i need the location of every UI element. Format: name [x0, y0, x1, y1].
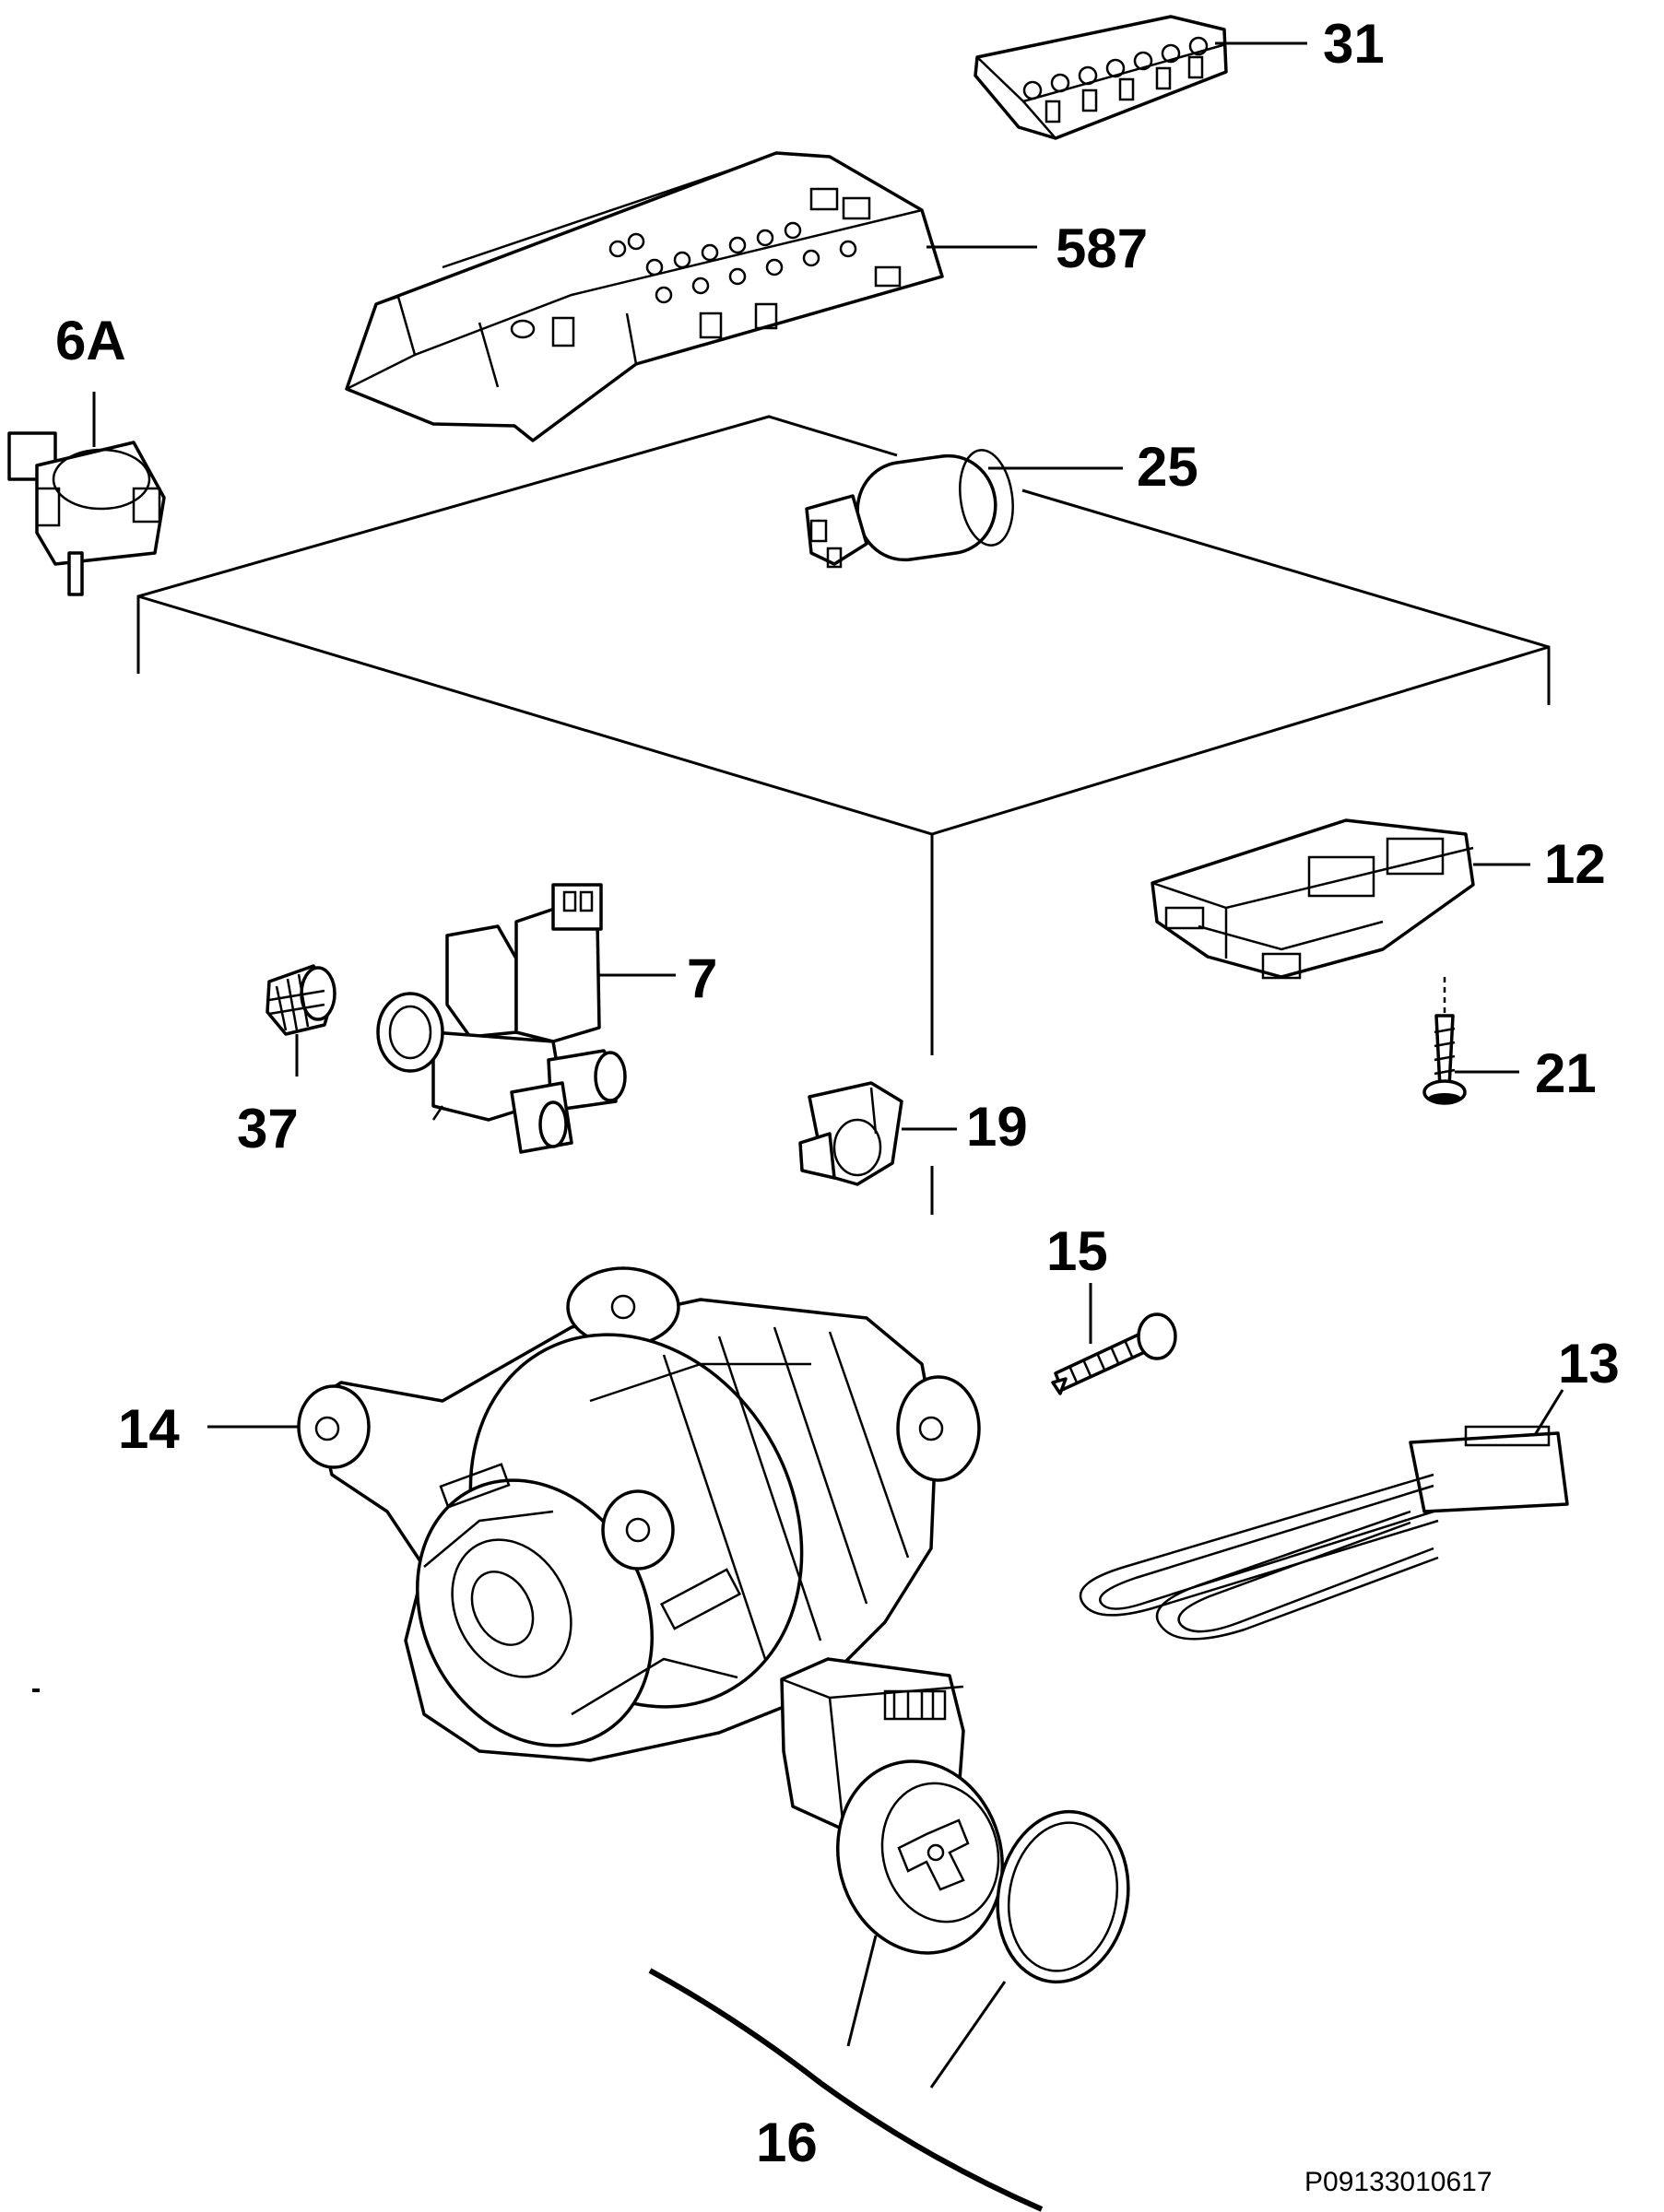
- label-25: 25: [1137, 436, 1198, 498]
- label-6A: 6A: [55, 310, 126, 371]
- label-31: 31: [1323, 13, 1385, 75]
- label-16: 16: [756, 2112, 818, 2173]
- part-7-inlet-valve: [376, 883, 627, 1154]
- part-15-bolt: [1051, 1283, 1177, 1395]
- label-12: 12: [1544, 833, 1606, 895]
- part-16-drain-pump: [648, 1657, 1130, 2212]
- label-15: 15: [1046, 1220, 1108, 1282]
- label-14: 14: [118, 1398, 180, 1460]
- label-21: 21: [1535, 1042, 1597, 1104]
- label-37: 37: [237, 1098, 299, 1159]
- label-19: 19: [966, 1096, 1028, 1158]
- stray-mark: [32, 1688, 40, 1692]
- part-587-control-board: [345, 151, 944, 442]
- part-37-filter: [266, 964, 336, 1077]
- label-13: 13: [1558, 1333, 1620, 1394]
- part-14-motor: [297, 1266, 981, 1762]
- assembly-frame-lines: [136, 415, 1551, 1215]
- diagram-reference-code: P09133010617: [1304, 2167, 1493, 2197]
- part-12-door-interlock: [1151, 818, 1475, 980]
- label-7: 7: [687, 947, 717, 1009]
- part-13-heating-element: [1079, 1389, 1569, 1641]
- part-25-capacitor: [805, 449, 1014, 569]
- part-21-screw: [1422, 977, 1467, 1105]
- part-19-cable-clip: [798, 1081, 903, 1186]
- label-587: 587: [1056, 218, 1148, 279]
- part-6A-pressure-switch: [7, 392, 166, 596]
- part-31-terminal-block: [974, 15, 1228, 140]
